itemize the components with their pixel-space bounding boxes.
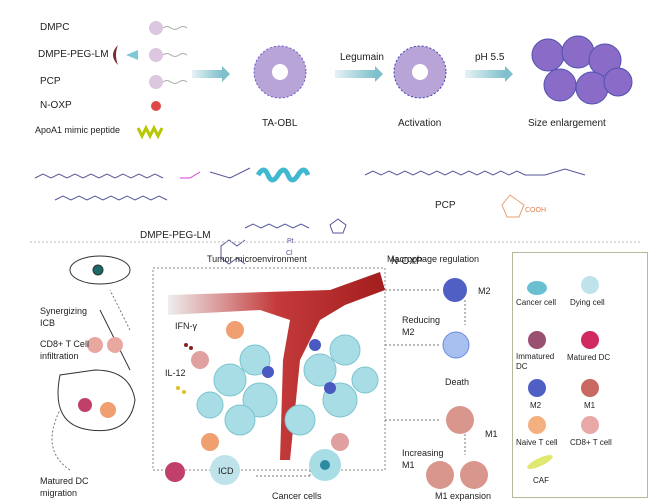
label-activation: Activation [398,118,442,129]
label-m1-expansion: M1 expansion [435,491,492,501]
label-legumain: Legumain [340,52,384,63]
label-macrophage-regulation: Macrophage regulation [387,254,480,264]
label-apoa1: ApoA1 mimic peptide [35,125,121,135]
chemical-structures [34,167,586,265]
label-dmpe-peg-lm: DMPE-PEG-LM [38,49,109,60]
connector-lines [51,289,466,477]
nanoparticles [253,35,633,105]
component-icons [113,21,188,140]
structure-pcp-label: PCP [435,200,456,211]
label-dmpc: DMPC [40,22,70,33]
legend-box [512,252,648,498]
tumor-microenvironment-graphics [152,267,386,471]
legend-dying-cell: Dying cell [570,298,605,307]
macrophages [426,278,488,489]
cl-atom: Cl [286,250,293,257]
label-tumor-microenvironment: Tumor microenvironment [207,254,307,264]
legend-icons [527,276,599,469]
label-pcp: PCP [40,76,61,87]
label-ta-obl: TA-OBL [262,118,298,129]
label-n-oxp: N-OXP [40,100,72,111]
label-ph: pH 5.5 [475,52,505,63]
label-death: Death [445,377,470,387]
label-cancer-cells: Cancer cells [272,491,322,501]
label-m1: M1 [485,429,498,439]
label-synergizing-icb: Synergizing ICB [40,306,88,328]
label-ifn-gamma: IFN-γ [175,321,197,331]
label-reducing-m2: Reducing M2 [402,315,441,337]
cooh-group: COOH [525,207,546,214]
label-cd8-infiltration: CD8+ T Cell infiltration [40,339,89,361]
icd-group [165,449,341,485]
label-m2: M2 [478,286,491,296]
legend-caf: CAF [533,476,549,485]
legend-immatured-dc: Immatured DC [516,352,555,371]
label-icd: ICD [218,466,234,476]
legend-cancer-cell: Cancer cell [516,298,557,307]
label-matured-dc-migration: Matured DC migration [40,476,89,498]
legend-matured-dc: Matured DC [567,353,611,362]
structure-noxp-label: N-OXP [391,256,423,267]
label-size-enlargement: Size enlargement [528,118,606,129]
legend-naive-t-cell: Naive T cell [516,438,558,447]
legend-m1: M1 [584,401,596,410]
pt-atom: Pt [287,238,294,245]
legend-cd8-t-cell: CD8+ T cell [570,438,612,447]
lymph-node-and-mouse [57,255,136,432]
label-increasing-m1: Increasing M1 [402,448,444,470]
stage-arrows [192,66,513,82]
legend-m2: M2 [530,401,542,410]
structure-dmpe-label: DMPE-PEG-LM [140,230,211,241]
label-il-12: IL-12 [165,368,186,378]
